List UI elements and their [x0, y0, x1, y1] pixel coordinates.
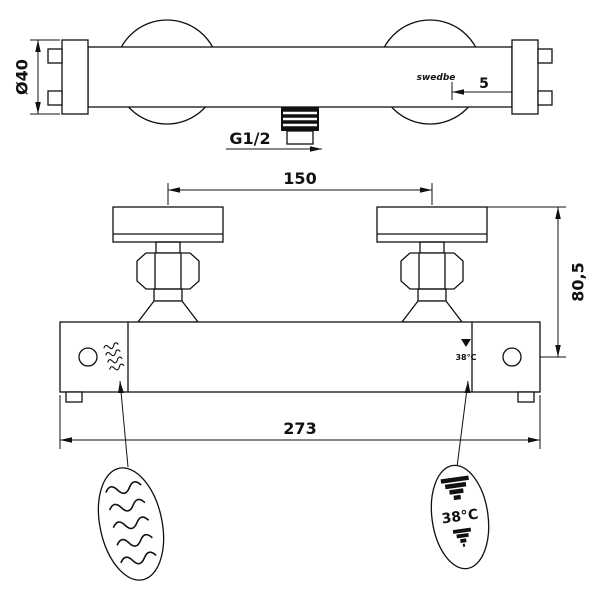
left-wall-plate — [112, 206, 224, 243]
temperature-marker: 38°C — [455, 339, 477, 362]
wave-line — [105, 349, 121, 357]
flow-balloon — [97, 467, 165, 581]
outlet-thread — [281, 107, 319, 145]
temperature-triangle-icon — [461, 339, 471, 347]
flow-callout — [97, 380, 165, 581]
right-lower-neck — [417, 288, 447, 302]
dimension-height: 80,5 — [487, 206, 588, 358]
left-handle-cap — [61, 39, 89, 115]
arrowhead-left — [60, 437, 72, 443]
height-label: 80,5 — [569, 262, 588, 301]
leader-line — [119, 380, 129, 468]
dimension-total-width: 273 — [59, 395, 541, 449]
outlet-collar — [286, 130, 314, 145]
dimension-offset: 5 — [451, 76, 512, 100]
wave-line — [109, 363, 125, 371]
balloon-temperature-label: 38°C — [441, 507, 480, 528]
arrowhead-up — [464, 381, 471, 393]
triangle-bar — [440, 475, 469, 484]
arrowhead-right — [528, 437, 540, 443]
right-handle-cap — [511, 39, 539, 115]
triangle-bar — [462, 543, 466, 547]
left-wall-connector — [112, 206, 224, 323]
left-neck — [155, 241, 181, 254]
arrowhead-left — [452, 89, 464, 95]
total-width-label: 273 — [283, 419, 316, 438]
flow-wave-icon-large — [105, 481, 157, 565]
triangle-bar — [460, 538, 467, 543]
left-foot — [65, 391, 83, 403]
right-handle-button — [502, 347, 522, 367]
callouts: 38°C — [97, 380, 490, 581]
right-foot — [517, 391, 535, 403]
right-top-lug — [537, 48, 553, 64]
triangle-bar — [453, 494, 462, 501]
mixer-bar-front: 38°C — [59, 321, 541, 403]
wave-line — [105, 481, 142, 495]
wave-line — [116, 533, 153, 547]
wave-line — [107, 356, 123, 364]
thread-callout: G1/2 — [226, 129, 322, 152]
top-view: Ø40 swedbe 5 G1/2 — [13, 19, 553, 152]
arrowhead-right — [420, 187, 432, 193]
right-hex-nut — [400, 252, 464, 290]
wave-line — [112, 516, 150, 530]
thread-label: G1/2 — [229, 129, 270, 148]
brand-logo-text: swedbe — [417, 73, 456, 83]
right-cone — [400, 300, 464, 323]
left-top-lug — [47, 48, 63, 64]
dimension-diameter: Ø40 — [13, 39, 60, 115]
mixer-bar-body — [59, 321, 541, 393]
diameter-label: Ø40 — [13, 59, 32, 95]
arrowhead-right — [310, 146, 322, 152]
triangle-bar — [449, 488, 464, 495]
center-distance-label: 150 — [283, 169, 316, 188]
triangle-bar — [444, 481, 467, 490]
arrowhead-up — [118, 381, 124, 393]
left-lower-neck — [153, 288, 183, 302]
temperature-icon-large: 38°C — [440, 475, 480, 547]
wave-line — [108, 498, 146, 512]
dimension-center-distance: 150 — [167, 169, 433, 205]
arrowhead-up — [35, 40, 41, 52]
left-bottom-lug — [47, 90, 63, 106]
leader-line — [456, 380, 469, 468]
left-handle-button — [78, 347, 98, 367]
left-cone — [136, 300, 200, 323]
arrowhead-up — [555, 207, 561, 219]
arrowhead-down — [555, 345, 561, 357]
triangle-bar — [456, 532, 469, 539]
offset-label: 5 — [479, 76, 489, 92]
mixer-body-side — [87, 46, 513, 108]
wave-line — [120, 551, 157, 565]
right-bottom-lug — [537, 90, 553, 106]
temperature-balloon — [430, 464, 490, 570]
right-neck — [419, 241, 445, 254]
right-wall-plate — [376, 206, 488, 243]
arrowhead-left — [168, 187, 180, 193]
flow-wave-icon — [103, 342, 125, 371]
triangle-bar — [452, 527, 472, 534]
left-hex-nut — [136, 252, 200, 290]
temp-marker-label: 38°C — [455, 353, 476, 362]
temperature-callout: 38°C — [430, 380, 490, 570]
arrowhead-down — [35, 102, 41, 114]
front-view: 38°C 150 80,5 273 — [59, 169, 588, 449]
right-wall-connector — [376, 206, 488, 323]
wave-line — [103, 342, 119, 350]
